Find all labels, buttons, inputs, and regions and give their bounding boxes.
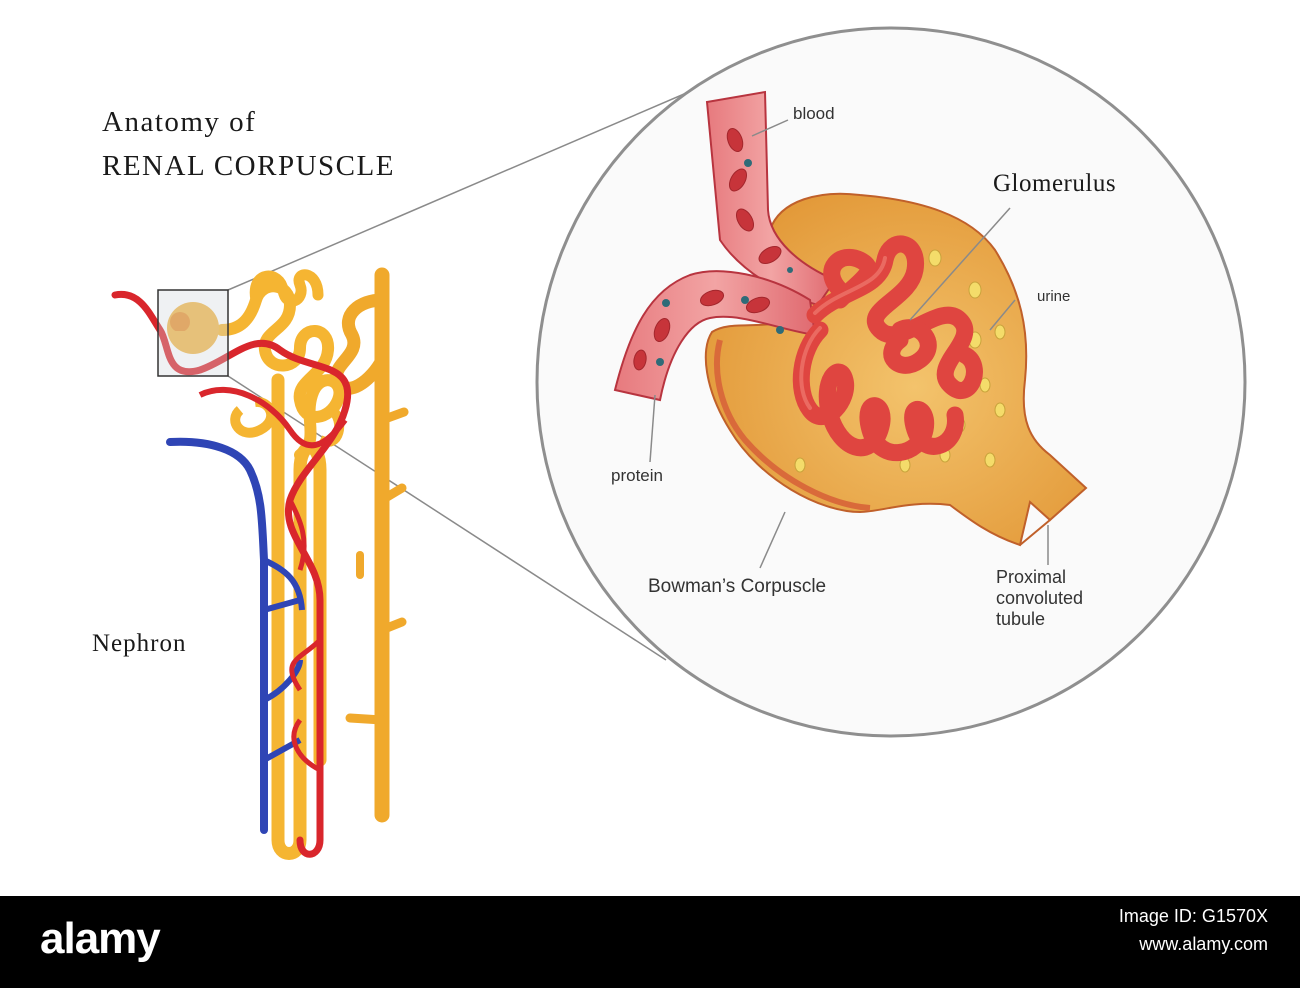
- zoom-box: [157, 289, 229, 377]
- label-protein: protein: [611, 466, 663, 485]
- label-proximal-line-1: Proximal: [996, 567, 1067, 587]
- label-proximal-line-2: convoluted: [996, 588, 1084, 608]
- nephron-illustration: [111, 267, 409, 860]
- label-bowmans-corpuscle: Bowman’s Corpuscle: [648, 576, 827, 597]
- label-blood: blood: [793, 104, 835, 123]
- vein: [166, 437, 268, 834]
- image-id-text: Image ID: G1570X: [1118, 906, 1268, 926]
- artery: [111, 290, 351, 858]
- leader-lines: [649, 119, 1049, 569]
- title-line-1: Anatomy of: [102, 106, 257, 138]
- label-urine: urine: [1037, 288, 1071, 305]
- alamy-logo: alamy: [40, 914, 161, 963]
- diagram-canvas: Anatomy of RENAL CORPUSCLE Nephron Glome…: [92, 26, 1247, 860]
- stock-footer-bar: alamy Image ID: G1570X www.alamy.com: [0, 896, 1300, 988]
- label-nephron: Nephron: [92, 630, 187, 657]
- renal-corpuscle-illustration: [111, 26, 1247, 860]
- zoom-line-bottom: [227, 375, 667, 661]
- zoom-line-top: [227, 81, 713, 291]
- title-line-2: RENAL CORPUSCLE: [102, 150, 395, 182]
- label-proximal-tubule: Proximal convoluted tubule: [996, 567, 1083, 630]
- red-blood-cells: [633, 127, 782, 371]
- diagram-title: Anatomy of RENAL CORPUSCLE: [102, 100, 395, 188]
- label-proximal-line-3: tubule: [996, 609, 1046, 629]
- label-glomerulus: Glomerulus: [993, 170, 1117, 197]
- corpuscle-detail: [613, 90, 1088, 569]
- protein-particles: [656, 159, 793, 366]
- urine-droplets: [794, 249, 1006, 473]
- site-url-text: www.alamy.com: [1139, 934, 1268, 954]
